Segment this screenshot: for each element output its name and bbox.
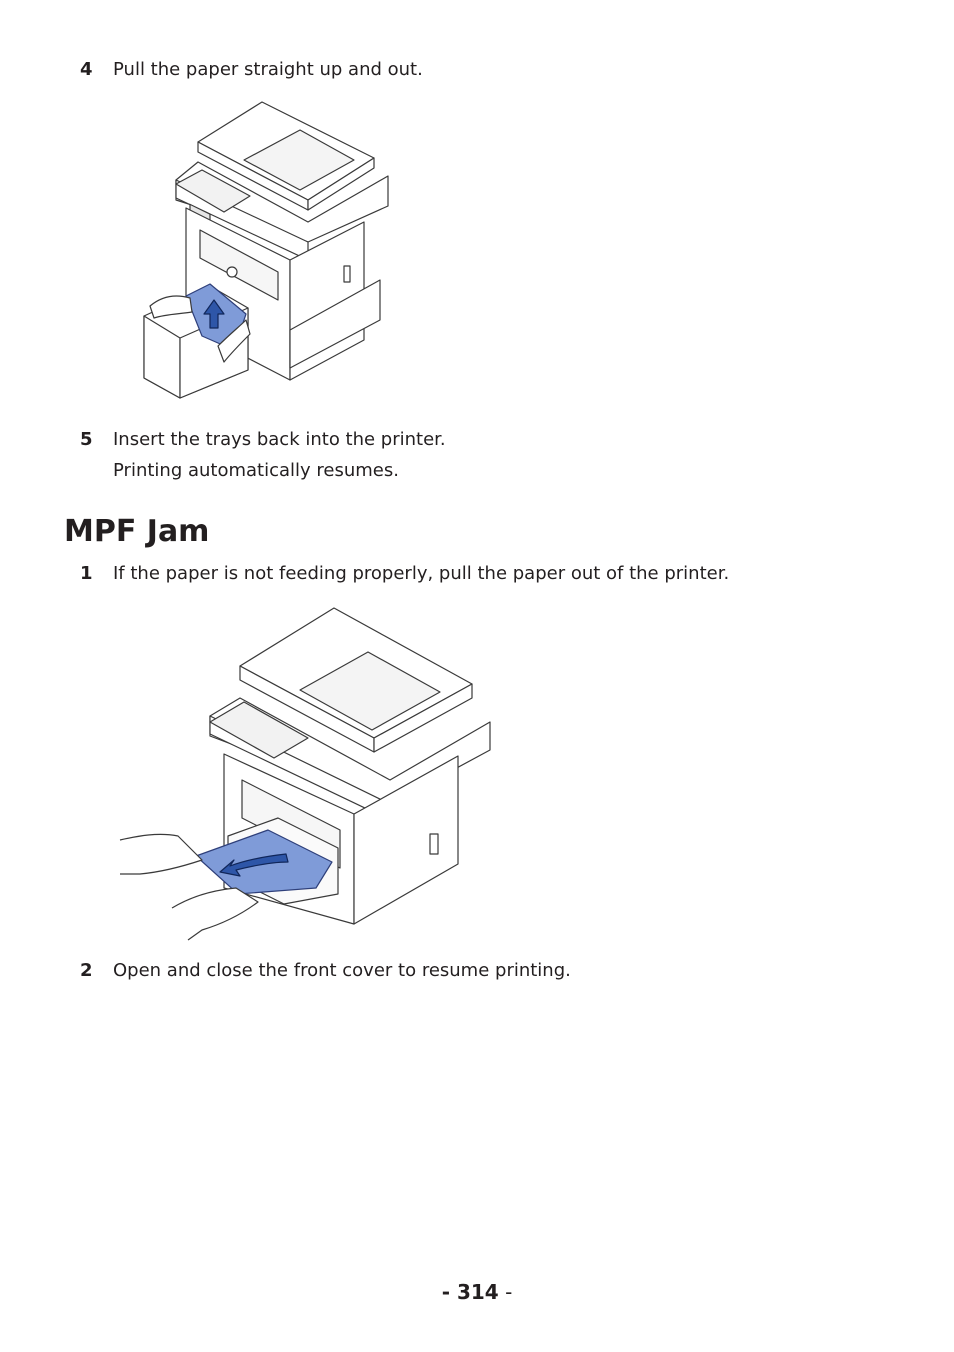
step-number: 1: [80, 563, 93, 584]
step-number: 4: [80, 59, 93, 80]
step-note: Printing automatically resumes.: [113, 460, 399, 481]
step-text: Insert the trays back into the printer.: [113, 429, 446, 450]
section-title: MPF Jam: [64, 514, 210, 549]
printer-tray-jam-illustration: [143, 101, 389, 399]
step-text: Pull the paper straight up and out.: [113, 59, 423, 80]
page-dash-left: -: [441, 1280, 450, 1304]
step-text: Open and close the front cover to resume…: [113, 960, 571, 981]
page-number-value: 314: [456, 1280, 499, 1304]
step-number: 5: [80, 429, 93, 450]
page-number: - 314 -: [0, 1280, 954, 1304]
page-dash-right: -: [505, 1280, 513, 1304]
step-text: If the paper is not feeding properly, pu…: [113, 563, 730, 584]
step-number: 2: [80, 960, 93, 981]
printer-mpf-jam-illustration: [119, 607, 491, 941]
